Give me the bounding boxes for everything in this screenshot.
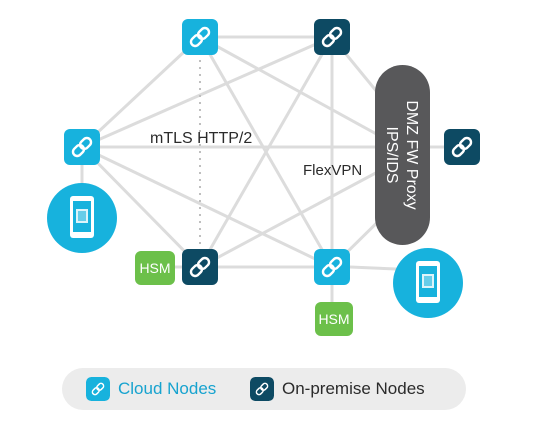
legend-cloud-label: Cloud Nodes: [118, 379, 217, 398]
mobile-device-right: [393, 248, 463, 318]
onprem-node-right: [444, 129, 480, 165]
mobile-device-icon: [416, 261, 440, 303]
link-line: [80, 145, 202, 269]
legend-item-onprem: On-premise Nodes: [250, 377, 425, 401]
link-line: [81, 145, 333, 269]
legend: Cloud Nodes On-premise Nodes: [62, 368, 466, 410]
link-icon: [250, 377, 274, 401]
mobile-device-left: [47, 183, 117, 253]
link-line: [198, 36, 334, 268]
hsm-box-bottom: HSM: [315, 302, 353, 336]
cloud-node-top: [182, 19, 218, 55]
onprem-node-top: [314, 19, 350, 55]
link-line: [199, 158, 401, 269]
cloud-node-left: [64, 129, 100, 165]
hsm-box-left: HSM: [135, 251, 175, 285]
link-line: [80, 35, 202, 149]
link-line: [81, 35, 333, 149]
dmz-firewall: DMZ FW Proxy IPS/IDS: [375, 65, 430, 245]
hsm-label-left: HSM: [139, 260, 170, 276]
dmz-pill: [375, 65, 430, 245]
dmz-label-line2: IPS/IDS: [383, 127, 400, 184]
cloud-node-bottom: [314, 249, 350, 285]
mobile-device-icon: [70, 196, 94, 238]
flexvpn-label: FlexVPN: [303, 162, 362, 179]
link-icon: [86, 377, 110, 401]
dmz-label-line1: DMZ FW Proxy: [403, 100, 420, 209]
legend-item-cloud: Cloud Nodes: [86, 377, 216, 401]
hsm-label-bottom: HSM: [318, 311, 349, 327]
legend-onprem-label: On-premise Nodes: [282, 379, 425, 398]
mtls-label: mTLS HTTP/2: [150, 130, 252, 147]
onprem-node-bottom: [182, 249, 218, 285]
